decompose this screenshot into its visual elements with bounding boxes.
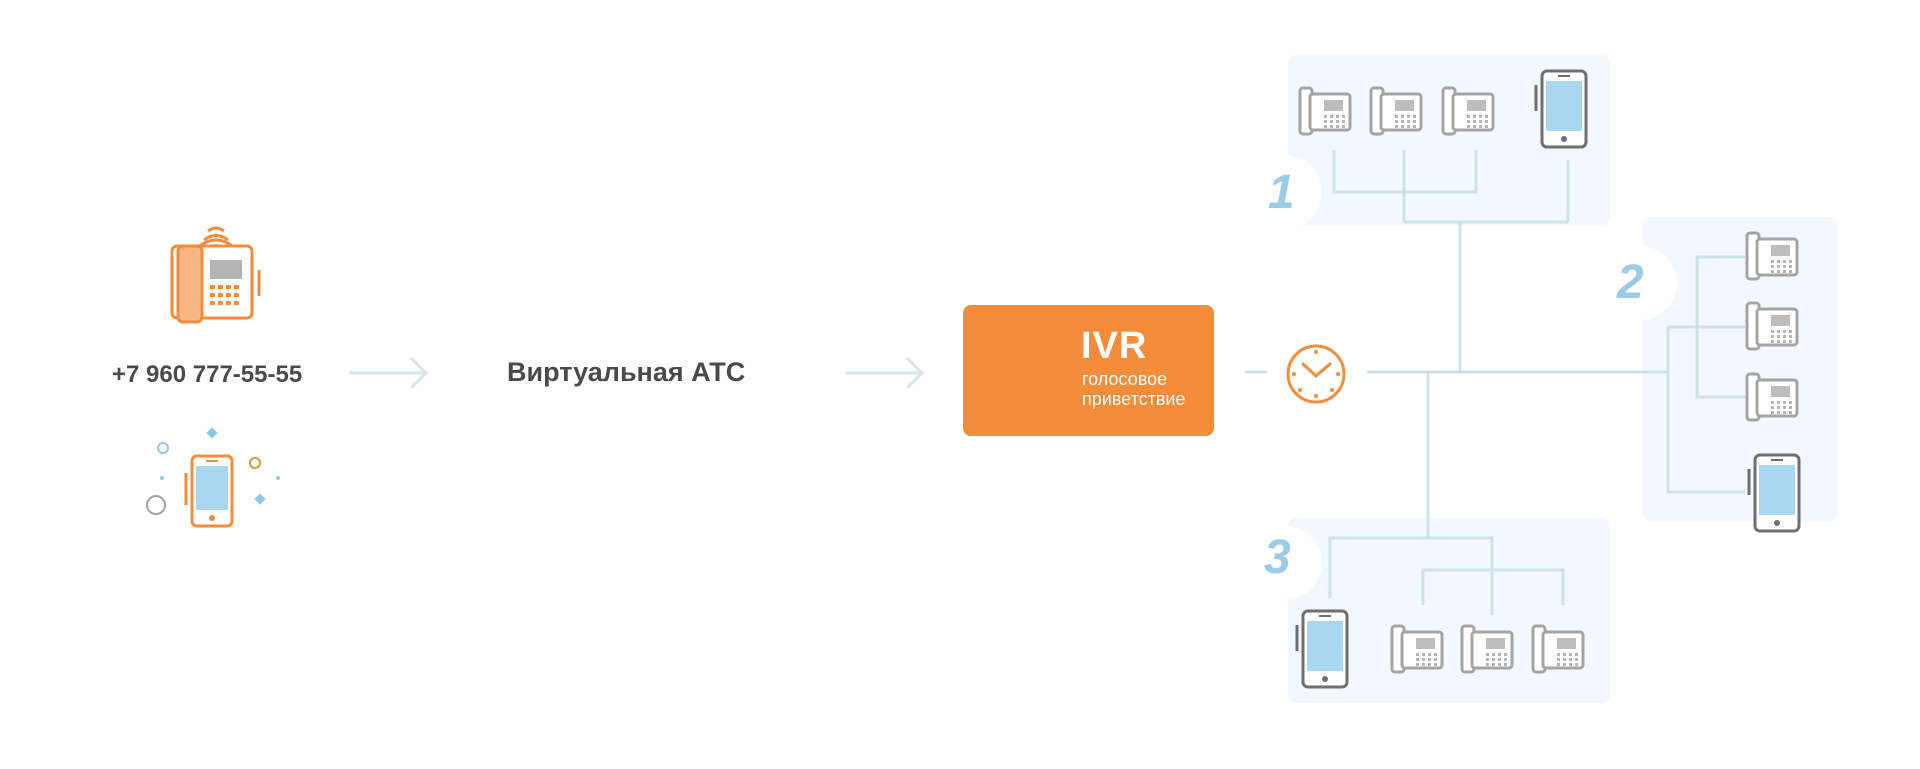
group-number-2: 2 — [1617, 256, 1644, 309]
desk-phone-icon — [1441, 86, 1495, 136]
desk-phone-icon — [1745, 301, 1799, 351]
ivr-title: IVR — [1081, 325, 1148, 367]
mobile-phone-icon — [146, 427, 280, 528]
group-number-1: 1 — [1268, 166, 1295, 219]
desk-phone-icon — [1369, 86, 1423, 136]
ivr-block: IVR голосовое приветствие — [963, 305, 1214, 436]
desk-phone-icon — [1460, 624, 1514, 674]
desk-phone-icon — [170, 226, 261, 324]
desk-phone-icon — [1390, 624, 1444, 674]
desk-phone-icon — [1298, 86, 1352, 136]
virtual-pbx-label: Виртуальная АТС — [507, 357, 746, 387]
ivr-subtitle-line2: приветствие — [1082, 389, 1186, 409]
group-panel-1 — [1248, 55, 1610, 229]
desk-phone-icon — [1745, 372, 1799, 422]
mobile-phone-icon — [1747, 453, 1801, 533]
arrow-caller-to-pbx — [348, 357, 429, 389]
mobile-phone-icon — [1295, 609, 1349, 689]
group-panel-3 — [1248, 518, 1610, 703]
clock-icon — [1286, 344, 1346, 404]
routing-lines — [1245, 150, 1745, 615]
mobile-phone-icon — [1534, 69, 1588, 149]
group-panel-2 — [1603, 217, 1837, 521]
caller-phone-number: +7 960 777-55-55 — [112, 361, 303, 388]
group-number-3: 3 — [1264, 531, 1291, 584]
ivr-subtitle-line1: голосовое — [1082, 369, 1168, 389]
desk-phone-icon — [1531, 624, 1585, 674]
desk-phone-icon — [1745, 231, 1799, 281]
arrow-pbx-to-ivr — [845, 357, 925, 389]
